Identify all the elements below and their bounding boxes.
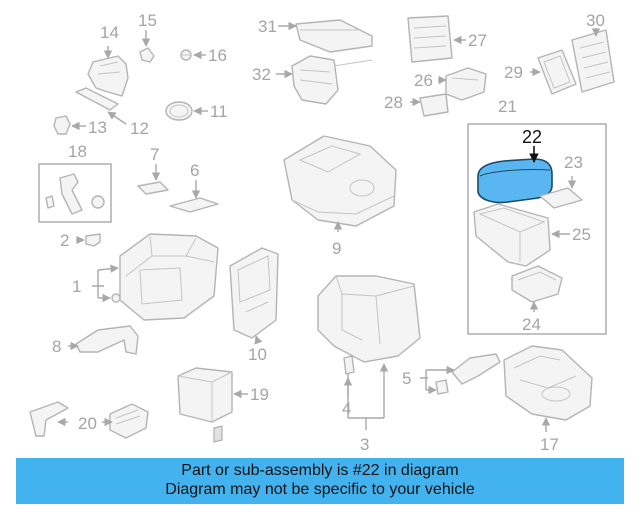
info-banner: Part or sub-assembly is #22 in diagram D…: [16, 458, 624, 504]
callout-7: 7: [150, 145, 159, 164]
callout-5: 5: [402, 369, 411, 388]
part-21-group-box: [467, 123, 607, 335]
callout-29: 29: [504, 63, 523, 82]
part-29[interactable]: [537, 49, 577, 95]
part-8[interactable]: [75, 325, 139, 355]
callout-2: 2: [60, 231, 69, 250]
part-26[interactable]: [445, 67, 487, 101]
part-30[interactable]: [571, 29, 615, 93]
callout-11: 11: [210, 102, 228, 121]
callout-12: 12: [130, 119, 149, 138]
part-19[interactable]: [177, 367, 233, 443]
part-15[interactable]: [139, 47, 155, 63]
part-9[interactable]: [283, 135, 397, 227]
callout-21: 21: [498, 97, 517, 116]
callout-17: 17: [540, 435, 559, 454]
part-17[interactable]: [503, 345, 593, 421]
callout-27: 27: [468, 31, 487, 50]
callout-18: 18: [68, 142, 87, 161]
callout-26: 26: [414, 71, 433, 90]
part-7[interactable]: [137, 181, 169, 195]
part-6[interactable]: [169, 197, 219, 213]
part-5[interactable]: [435, 353, 501, 395]
part-16[interactable]: [180, 49, 192, 61]
part-2[interactable]: [85, 233, 101, 247]
callout-1: 1: [72, 277, 81, 296]
part-13[interactable]: [53, 115, 71, 135]
callout-30: 30: [586, 11, 605, 30]
callout-24: 24: [522, 315, 541, 334]
banner-line-disclaimer: Diagram may not be specific to your vehi…: [165, 481, 475, 498]
banner-line-part: Part or sub-assembly is #22 in diagram: [181, 462, 459, 479]
callout-31: 31: [258, 17, 277, 36]
callout-32: 32: [252, 65, 271, 84]
part-11[interactable]: [165, 101, 193, 121]
part-24[interactable]: [511, 265, 563, 303]
part-31[interactable]: [295, 19, 373, 53]
callout-23: 23: [564, 153, 583, 172]
callout-14: 14: [100, 23, 119, 42]
part-23[interactable]: [539, 187, 583, 209]
callout-6: 6: [190, 161, 199, 180]
callout-20: 20: [78, 414, 97, 433]
part-4[interactable]: [343, 355, 355, 375]
part-14[interactable]: [87, 55, 129, 97]
part-10[interactable]: [229, 247, 279, 339]
part-25[interactable]: [473, 203, 551, 267]
part-20[interactable]: [29, 401, 149, 439]
callout-22: 22: [522, 127, 542, 147]
part-18[interactable]: [45, 173, 105, 215]
callout-28: 28: [384, 93, 403, 112]
part-1[interactable]: [111, 233, 219, 321]
callout-25: 25: [572, 225, 591, 244]
callout-3: 3: [360, 435, 369, 454]
callout-10: 10: [248, 345, 267, 364]
part-27[interactable]: [407, 15, 453, 63]
callout-8: 8: [52, 337, 61, 356]
part-22-highlighted[interactable]: [477, 158, 553, 204]
part-12[interactable]: [75, 87, 119, 111]
callout-4: 4: [342, 399, 351, 418]
callout-13: 13: [88, 118, 107, 137]
part-28[interactable]: [419, 93, 449, 117]
part-32[interactable]: [291, 55, 373, 105]
callout-16: 16: [208, 46, 227, 65]
callout-15: 15: [138, 11, 157, 30]
part-3[interactable]: [317, 275, 421, 363]
callout-19: 19: [250, 385, 269, 404]
callout-9: 9: [332, 239, 341, 258]
